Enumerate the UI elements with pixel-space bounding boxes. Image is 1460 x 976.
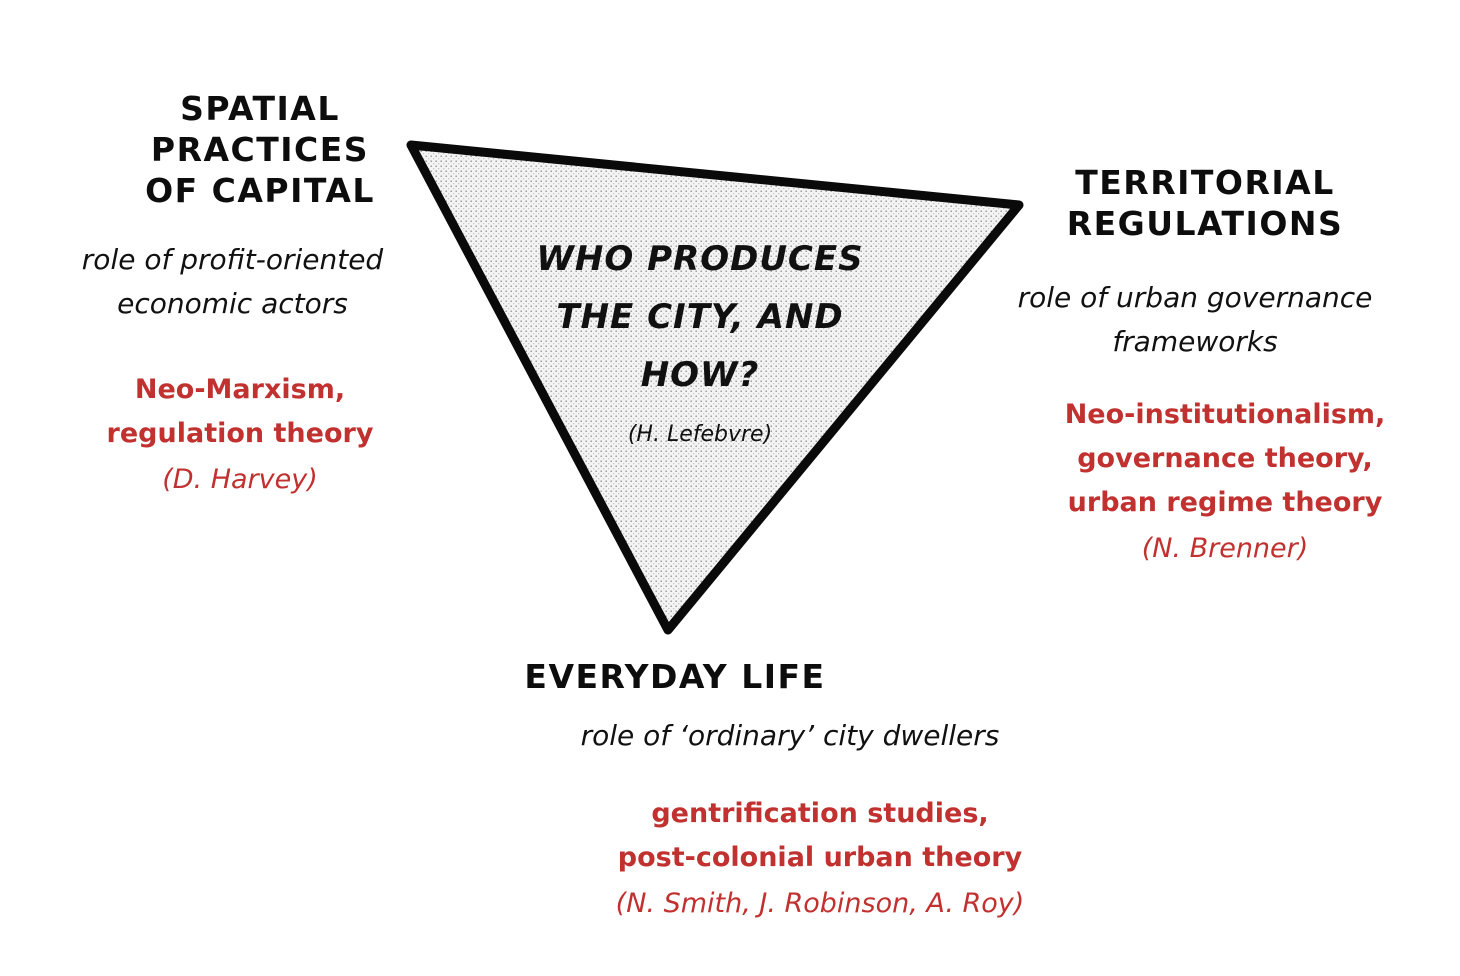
bottom-author: (N. Smith, J. Robinson, A. Roy): [615, 888, 1025, 919]
bottom-role: role of ‘ordinary’ city dwellers: [580, 719, 1000, 752]
bottom-theory: gentrification studies, post-colonial ur…: [617, 798, 1023, 873]
triangle-shape: [406, 140, 1024, 635]
left-heading: SPATIAL PRACTICES OF CAPITAL: [145, 89, 375, 210]
right-author: (N. Brenner): [1141, 533, 1309, 564]
right-heading: TERRITORIAL REGULATIONS: [1066, 163, 1344, 243]
right-theory: Neo-institutionalism, governance theory,…: [1064, 399, 1386, 518]
right-role: role of urban governance frameworks: [1017, 281, 1373, 358]
left-role: role of profit-oriented economic actors: [81, 243, 384, 320]
left-theory: Neo-Marxism, regulation theory: [106, 374, 374, 449]
central-question: WHO PRODUCES THE CITY, AND HOW?: [536, 239, 864, 395]
left-author: (D. Harvey): [162, 464, 318, 495]
central-question-source: (H. Lefebvre): [627, 422, 773, 447]
bottom-heading: EVERYDAY LIFE: [524, 657, 826, 696]
